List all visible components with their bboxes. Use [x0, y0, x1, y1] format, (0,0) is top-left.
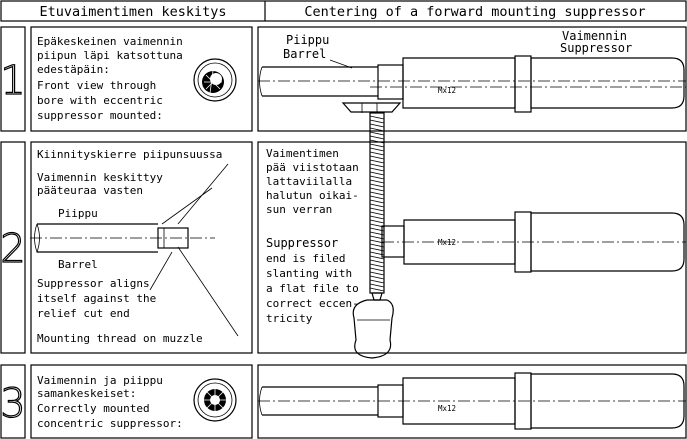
step-3-line-4: concentric suppressor:: [37, 417, 183, 430]
step-2-barrel-fi: Piippu: [58, 207, 98, 220]
step-2-align-fi-1: Vaimennin keskittyy: [37, 171, 163, 184]
step-2-file-en-1: Suppressor: [266, 236, 338, 250]
step-2-file-en-3: slanting with: [266, 267, 352, 280]
step-2-file-fi-5: sun verran: [266, 203, 332, 216]
step-3-line-1: Vaimennin ja piippu: [37, 374, 163, 387]
step-2-description: Kiinnityskierre piipunsuussa Vaimennin k…: [37, 148, 222, 345]
step-2-thread: Mx12: [438, 238, 456, 247]
step-1-barrel-fi: Piippu: [286, 33, 329, 47]
step-1-line-2: piipun läpi katsottuna: [37, 49, 183, 62]
step-2-align-en-1: Suppressor aligns: [37, 277, 150, 290]
step-2-text-box: [30, 141, 253, 354]
flat-file-icon: [341, 102, 402, 359]
step-3-number: 3: [0, 381, 25, 427]
step-2-barrel-en: Barrel: [58, 258, 98, 271]
eccentric-bore-view-icon: [193, 58, 237, 102]
step-2-thread-label: Kiinnityskierre piipunsuussa: [37, 148, 222, 161]
header-frame: [0, 0, 687, 22]
step-3-drawing-box: [257, 364, 687, 439]
step-2-barrel-detail: [30, 163, 239, 337]
step-3-text-box: [30, 364, 253, 439]
step-3-number-box: [0, 364, 26, 439]
step-2-align-en-3: relief cut end: [37, 307, 130, 320]
step-2-file-fi-3: lattaviilalla: [266, 175, 352, 188]
step-1-line-6: suppressor mounted:: [37, 109, 163, 122]
step-2-barrel-assembly: [381, 211, 686, 273]
step-2-thread-en: Mounting thread on muzzle: [37, 332, 203, 345]
step-2-file-en-2: end is filed: [266, 252, 345, 265]
step-1-line-1: Epäkeskeinen vaimennin: [37, 35, 183, 48]
concentric-bore-view-icon: [193, 378, 237, 422]
step-2-file-fi-1: Vaimentimen: [266, 147, 339, 160]
step-3-line-2: samankeskeiset:: [37, 387, 136, 400]
step-1-barrel-leader: [329, 59, 353, 69]
step-2-align-fi-2: pääteuraa vasten: [37, 184, 143, 197]
header-right-title: Centering of a forward mounting suppress…: [304, 4, 645, 20]
step-3-line-3: Correctly mounted: [37, 402, 150, 415]
step-2-drawing-box: [257, 141, 687, 354]
step-1-line-4: Front view through: [37, 79, 156, 92]
step-1-suppressor-en: Suppressor: [560, 41, 632, 55]
step-1-thread-label: Mx12: [438, 86, 456, 95]
step-2-file-note: Vaimentimen pää viistotaan lattaviilalla…: [266, 147, 359, 325]
step-1-number-box: [0, 26, 26, 132]
step-2-file-fi-4: halutun oikai-: [266, 189, 359, 202]
step-1-drawing-box: [257, 26, 687, 132]
step-2-file-en-4: a flat file to: [266, 282, 359, 295]
header-left-title: Etuvaimentimen keskitys: [40, 4, 227, 20]
step-2-file-en-6: tricity: [266, 312, 313, 325]
step-1-number: 1: [0, 58, 25, 104]
step-1-suppressor-fi: Vaimennin: [562, 29, 627, 43]
step-1-text-box: [30, 26, 253, 132]
step-2-file-fi-2: pää viistotaan: [266, 161, 359, 174]
step-1-line-5: bore with eccentric: [37, 94, 163, 107]
step-1-description: Epäkeskeinen vaimennin piipun läpi katso…: [37, 35, 183, 122]
step-1-barrel-assembly: [258, 55, 686, 113]
step-3-barrel-assembly: [258, 372, 686, 430]
step-3-thread: Mx12: [438, 404, 456, 413]
step-2-file-en-5: correct eccen-: [266, 297, 359, 310]
step-3-description: Vaimennin ja piippu samankeskeiset: Corr…: [37, 374, 183, 430]
step-2-number-box: [0, 141, 26, 354]
step-1-barrel-en: Barrel: [283, 47, 326, 61]
step-2-align-en-2: itself against the: [37, 292, 156, 305]
step-1-line-3: edestäpäin:: [37, 63, 110, 76]
step-2-number: 2: [0, 226, 25, 272]
